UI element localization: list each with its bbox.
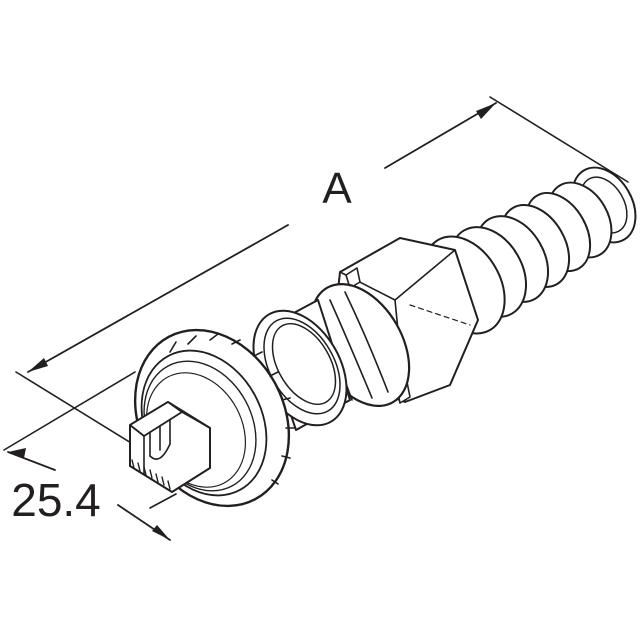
- dimension-label-25-4: 25.4: [11, 474, 101, 526]
- arrowhead-a-right: [476, 103, 496, 119]
- dimension-a: A: [15, 96, 629, 471]
- dimension-line-a-right: [384, 102, 497, 169]
- arrowhead-a-left: [28, 358, 48, 372]
- dimension-label-a: A: [322, 164, 352, 213]
- rj45-insert: [129, 401, 211, 493]
- arrowhead-width-lower: [152, 525, 170, 540]
- dimension-line-a-left: [27, 224, 289, 373]
- dimension-line-width-upper: [7, 451, 56, 471]
- extension-line-right: [489, 96, 629, 183]
- extension-line-lower: [3, 371, 136, 451]
- threaded-body: [252, 299, 351, 431]
- arrowhead-width-upper: [8, 448, 26, 458]
- extension-line-bottom: [149, 493, 177, 509]
- dimension-25-4: 25.4: [3, 371, 177, 541]
